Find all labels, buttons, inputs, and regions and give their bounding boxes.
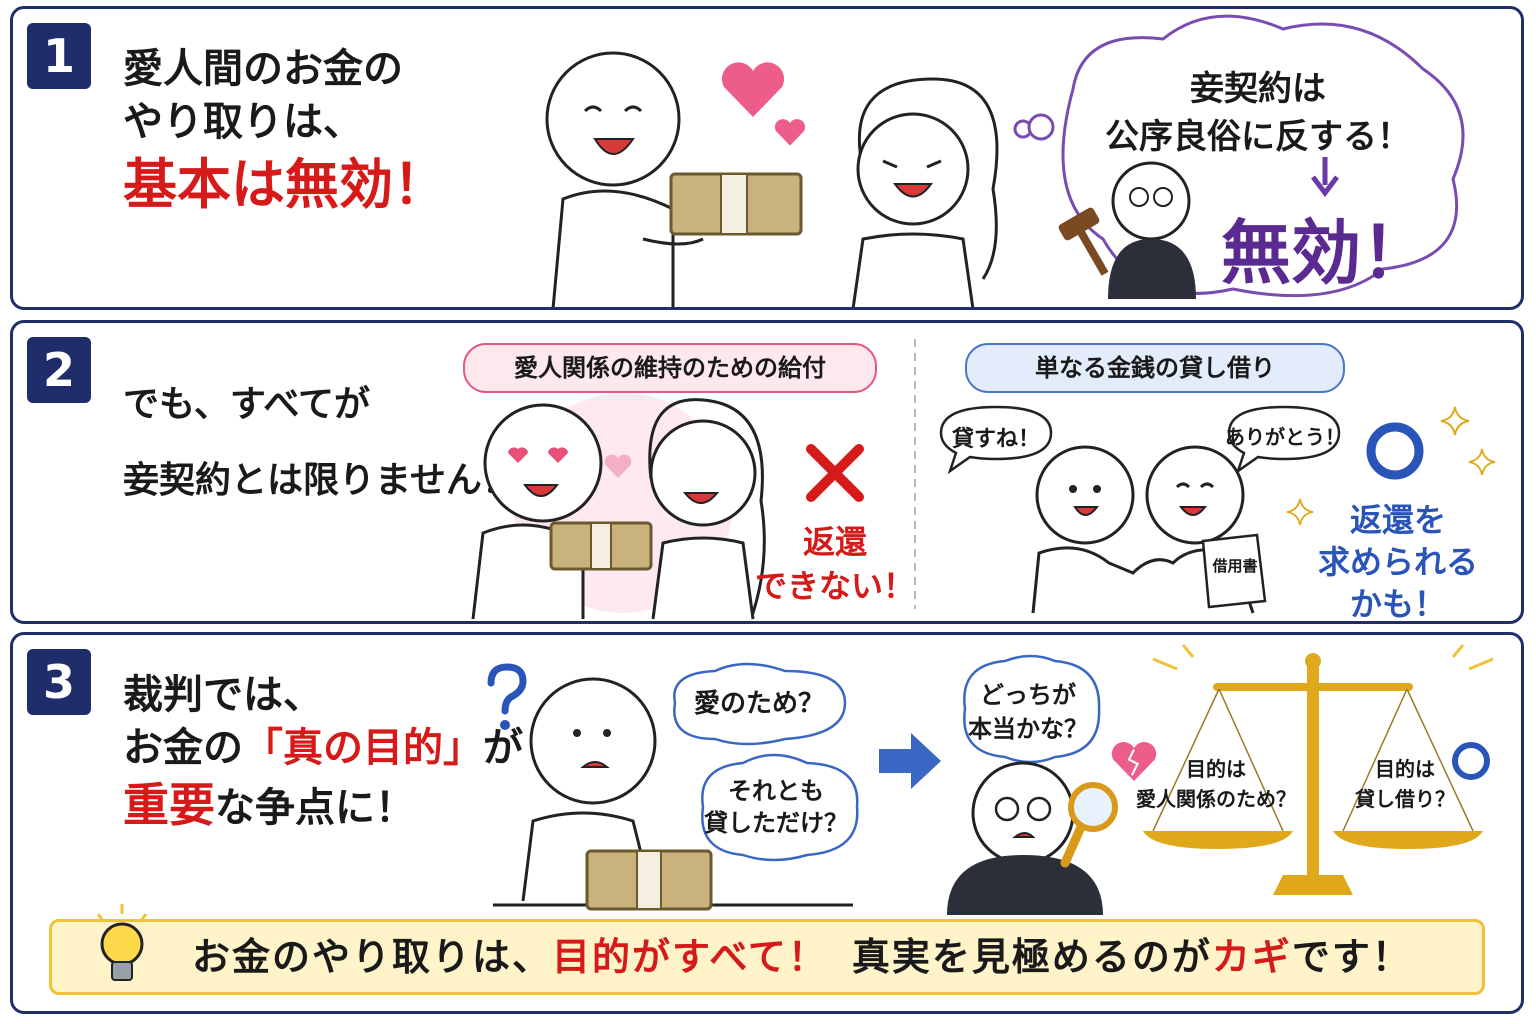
- refund-line1: 返還を: [1349, 501, 1446, 539]
- panel2-line2: 妾契約とは限りません！: [123, 459, 518, 501]
- thought-line2: 公序良俗に反する！: [1105, 117, 1411, 157]
- judge-thought-2: 本当かな？: [968, 715, 1088, 743]
- speech-bubble: [939, 405, 1053, 475]
- step-number-2: 2: [27, 337, 91, 403]
- refund-line2: 求められる: [1317, 543, 1478, 581]
- footer-part1: お金のやり取りは、: [192, 935, 553, 979]
- circle-mark-icon: [1366, 422, 1424, 480]
- speech-thanks: ありがとう！: [1225, 425, 1345, 449]
- panel3-line2: お金の「真の目的」が: [123, 722, 523, 775]
- sparkle-icon: [1286, 498, 1314, 526]
- step-number-3: 3: [27, 649, 91, 715]
- panel2-headline: でも、すべてが 妾契約とは限りません！: [123, 367, 518, 518]
- arrow-down-icon: [1311, 157, 1339, 198]
- small-heart-icon: [774, 119, 806, 146]
- thought-just-loan-2: 貸しただけ？: [704, 809, 848, 837]
- man-giving-money-illustration: [545, 51, 803, 307]
- balance-scale-illustration: [1143, 644, 1494, 895]
- woman-happy-illustration: [851, 77, 999, 307]
- sparkle-icon: [1440, 406, 1470, 436]
- panel1-line1: 愛人間のお金の: [123, 46, 403, 92]
- footer-part3: 真実を見極めるのが: [851, 935, 1212, 979]
- lightbulb-icon: [96, 904, 148, 981]
- thought-cloud: [963, 654, 1101, 764]
- circle-mark-icon: [1452, 742, 1490, 780]
- speech-lend: 貸すね！: [951, 427, 1040, 452]
- refund-line3: かも！: [1349, 585, 1446, 623]
- question-mark-icon: [487, 663, 527, 730]
- judge-thought-1: どっちが: [980, 681, 1076, 709]
- panel-1: 1 愛人間のお金の やり取りは、 基本は無効！ 妾契約は 公序良俗に反する！: [10, 6, 1524, 310]
- arrow-right-icon: [879, 733, 941, 789]
- panel1-line2: やり取りは、: [123, 98, 363, 145]
- scale-left-2: 愛人関係のため？: [1136, 787, 1296, 811]
- judge-with-magnifier-illustration: [947, 761, 1118, 915]
- sparkle-icon: [1468, 448, 1496, 476]
- panel1-line3: 基本は無効！: [123, 152, 447, 216]
- panel2-line1: でも、すべてが: [123, 384, 370, 425]
- thought-cloud: [701, 753, 859, 862]
- panel3-line3-b: な争点に！: [215, 784, 415, 831]
- heart-icon: [721, 62, 785, 117]
- scale-left-1: 目的は: [1186, 757, 1246, 781]
- no-refund-line1: 返還: [802, 523, 867, 561]
- small-heart-icon: [604, 454, 632, 478]
- handshake-illustration: [1031, 445, 1255, 614]
- document-icon: [1201, 533, 1267, 609]
- couple-in-love-illustration: [471, 393, 766, 620]
- panel-3: 3 裁判では、 お金の「真の目的」が 重要な争点に！ 愛のため？ それとも 貸し…: [10, 632, 1524, 1014]
- panel3-headline: 裁判では、 お金の「真の目的」が 重要な争点に！: [123, 669, 523, 835]
- thought-line1: 妾契約は: [1190, 69, 1326, 109]
- footer-part2: 目的がすべて！: [552, 935, 828, 979]
- invalid-result: 無効！: [1221, 212, 1431, 294]
- cross-mark-icon: [806, 444, 864, 502]
- label-simple-loan: 単なる金銭の貸し借り: [965, 343, 1345, 393]
- step-number-1: 1: [27, 23, 91, 89]
- panel3-important: 重要: [123, 777, 215, 832]
- footer-part5: です！: [1291, 935, 1412, 979]
- conclusion-banner: お金のやり取りは、目的がすべて！ 真実を見極めるのがカギです！: [49, 904, 1485, 995]
- judge-with-gavel-illustration: [1058, 161, 1196, 299]
- conclusion-text: お金のやり取りは、目的がすべて！ 真実を見極めるのがカギです！: [192, 922, 1412, 992]
- scale-right-1: 目的は: [1375, 757, 1435, 781]
- speech-bubble: [1227, 405, 1341, 475]
- scale-right-2: 貸し借り？: [1355, 787, 1455, 811]
- panel1-headline: 愛人間のお金の やり取りは、 基本は無効！: [123, 43, 447, 220]
- broken-heart-icon: [1111, 742, 1157, 781]
- no-refund-line2: できない！: [755, 567, 916, 605]
- divider-line: [914, 339, 916, 609]
- document-label: 借用書: [1212, 557, 1258, 575]
- footer-part4: カギ: [1211, 935, 1292, 979]
- panel3-line1: 裁判では、: [123, 672, 323, 718]
- money-bundle-illustration: [585, 849, 713, 911]
- thought-cloud: [673, 662, 847, 746]
- label-affair-payment: 愛人関係の維持のための給付: [463, 343, 877, 393]
- thought-for-love: 愛のため？: [693, 689, 824, 719]
- thought-just-loan-1: それとも: [728, 777, 824, 805]
- panel-2: 2 でも、すべてが 妾契約とは限りません！ 愛人関係の維持のための給付 返還 で…: [10, 320, 1524, 624]
- panel3-true-purpose: 「真の目的」: [243, 724, 483, 771]
- panel3-line2-c: が: [483, 724, 523, 771]
- panel3-line2-a: お金の: [123, 724, 243, 771]
